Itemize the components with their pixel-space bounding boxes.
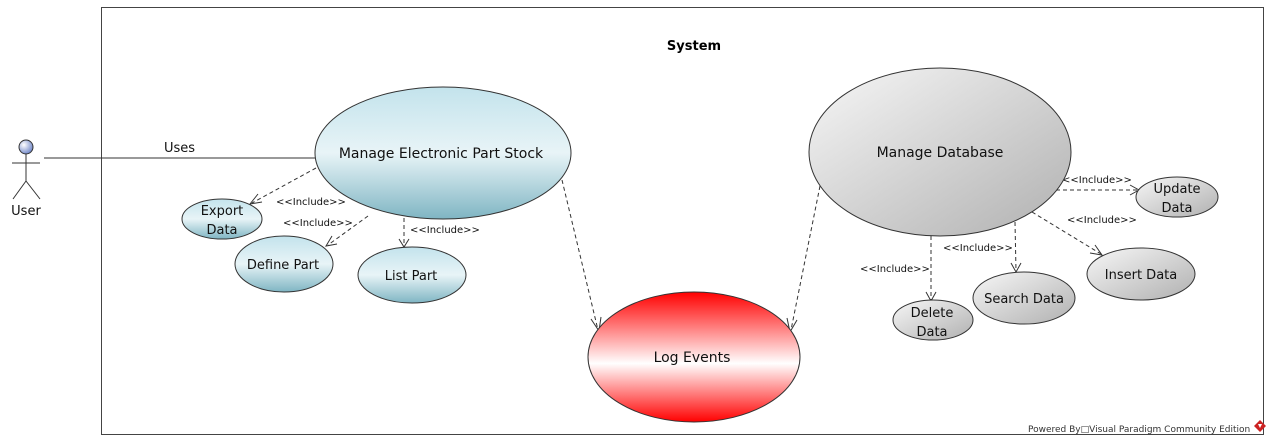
use-case-list-part[interactable]: List Part	[357, 246, 467, 304]
include-label-define: <<Include>>	[283, 218, 353, 229]
system-title: System	[667, 39, 721, 54]
use-case-label: Insert Data	[1105, 268, 1177, 283]
include-label-update: <<Include>>	[1062, 175, 1132, 186]
use-case-export-data[interactable]: Export Data	[181, 198, 263, 240]
visual-paradigm-logo-icon	[1254, 420, 1266, 432]
use-case-manage-stock[interactable]: Manage Electronic Part Stock	[314, 86, 572, 220]
include-label-list: <<Include>>	[410, 225, 480, 236]
use-case-label: Data	[916, 325, 947, 340]
use-case-define-part[interactable]: Define Part	[234, 235, 334, 293]
use-case-delete-data[interactable]: Delete Data	[892, 299, 974, 341]
actor-head	[18, 139, 34, 155]
include-labels: <<Include>> <<Include>> <<Include>> <<In…	[276, 175, 1137, 275]
actor-user[interactable]: User	[11, 139, 41, 219]
include-label-export: <<Include>>	[276, 197, 346, 208]
use-case-label: Define Part	[247, 258, 319, 273]
use-case-manage-database[interactable]: Manage Database	[808, 67, 1072, 237]
use-case-label: Data	[1161, 201, 1192, 216]
use-case-label: Data	[206, 223, 237, 238]
include-label-search: <<Include>>	[943, 243, 1013, 254]
actor-label: User	[11, 204, 41, 219]
use-case-search-data[interactable]: Search Data	[972, 271, 1076, 325]
include-label-insert: <<Include>>	[1067, 215, 1137, 226]
use-case-label: List Part	[385, 269, 438, 284]
use-case-label: Log Events	[654, 350, 731, 366]
footer-text: Powered By□Visual Paradigm Community Edi…	[1028, 425, 1250, 435]
use-case-label: Delete	[911, 306, 954, 321]
association-label: Uses	[164, 141, 195, 156]
use-case-label: Manage Electronic Part Stock	[339, 146, 544, 162]
use-case-label: Search Data	[984, 292, 1064, 307]
use-case-label: Manage Database	[877, 145, 1004, 161]
include-label-delete: <<Include>>	[860, 264, 930, 275]
use-case-label: Update	[1153, 182, 1200, 197]
use-case-update-data[interactable]: Update Data	[1135, 176, 1219, 218]
dependency-lines	[248, 167, 1141, 334]
use-case-log-events[interactable]: Log Events	[587, 291, 801, 423]
use-case-insert-data[interactable]: Insert Data	[1086, 247, 1196, 301]
use-case-label: Export	[201, 204, 244, 219]
